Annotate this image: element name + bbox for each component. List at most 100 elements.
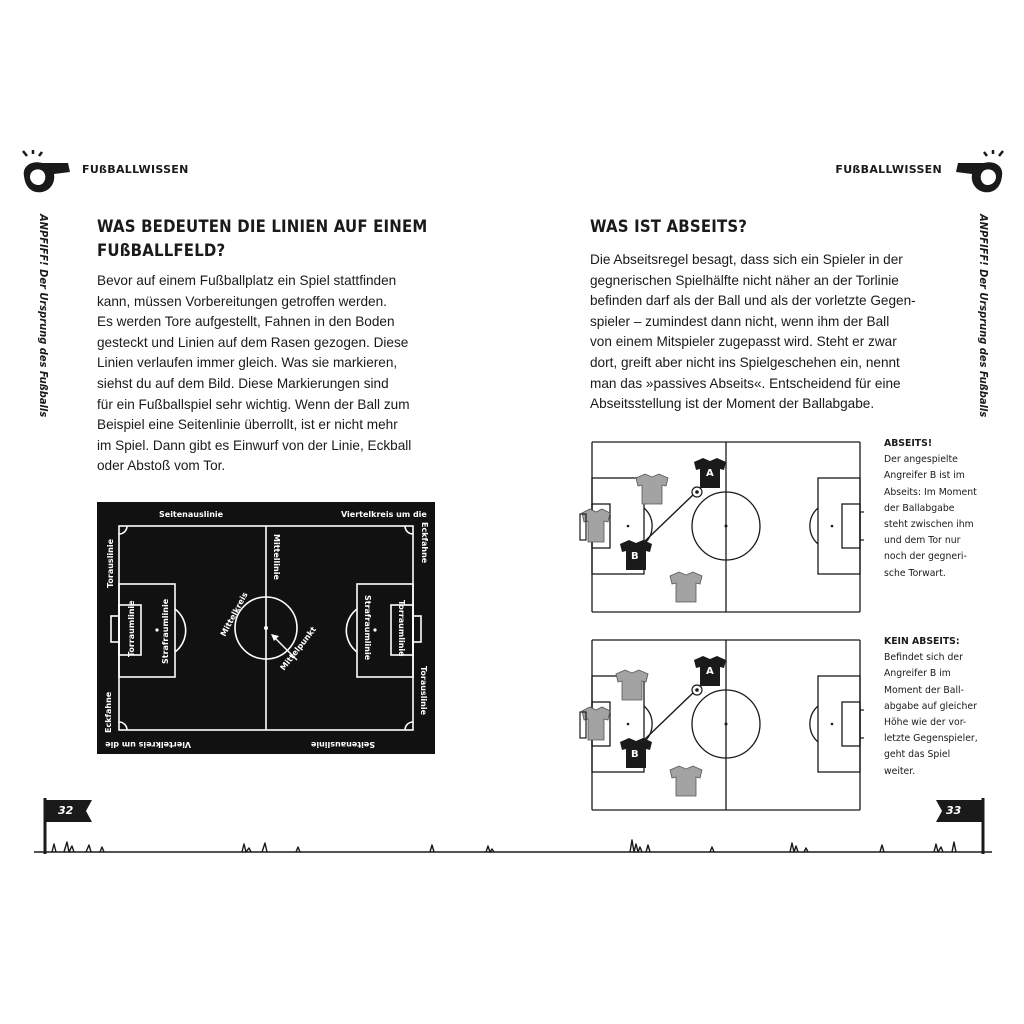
caption-title: KEIN ABSEITS: bbox=[884, 636, 960, 647]
body-line: Bevor auf einem Fußballplatz ein Spiel s… bbox=[97, 273, 397, 288]
corner-arc bbox=[118, 721, 128, 731]
center-circle-half bbox=[725, 689, 761, 759]
center-spot bbox=[724, 722, 728, 726]
no-offside-caption: KEIN ABSEITS: Befindet sich der Angreife… bbox=[884, 634, 978, 780]
whistle-icon bbox=[22, 150, 70, 193]
center-circle-half bbox=[725, 491, 761, 561]
label-eckfahne-left: Eckfahne bbox=[104, 691, 113, 733]
penalty-area-right bbox=[817, 675, 861, 773]
defender-jersey bbox=[635, 473, 669, 505]
pass-line bbox=[643, 492, 696, 543]
penalty-arc-left bbox=[643, 705, 653, 743]
attacker-b-label: B bbox=[631, 551, 639, 562]
attacker-a-jersey bbox=[694, 656, 726, 686]
goal-right bbox=[412, 615, 422, 643]
caption-title: ABSEITS! bbox=[884, 438, 933, 449]
label-seitenauslinie-bottom: Seitenauslinie bbox=[310, 740, 375, 749]
chapter-title-left: ANPFIFF! Der Ursprung des Fußballs bbox=[37, 214, 50, 418]
caption-line: Der angespielte bbox=[884, 454, 958, 466]
caption-line: letzte Gegenspieler, bbox=[884, 733, 978, 745]
body-line: gegnerischen Spielhälfte nicht näher an … bbox=[590, 272, 899, 288]
label-mittellinie: Mittellinie bbox=[272, 534, 281, 580]
caption-line: noch der gegneri- bbox=[884, 551, 967, 563]
penalty-spot-left bbox=[155, 628, 159, 632]
offside-caption: ABSEITS! Der angespielte Angreifer B ist… bbox=[884, 436, 977, 582]
label-eckfahne-right: Eckfahne bbox=[420, 522, 429, 564]
penalty-area-right bbox=[817, 477, 861, 575]
caption-line: steht zwischen ihm bbox=[884, 519, 974, 531]
mittelpunkt-arrowhead bbox=[271, 634, 279, 641]
page-number-left: 32 bbox=[58, 804, 74, 817]
penalty-spot-right bbox=[373, 628, 377, 632]
label-viertelkreis-bottom: Viertelkreis um die bbox=[105, 740, 191, 749]
no-offside-diagram: A B bbox=[579, 639, 864, 811]
attacker-a-label: A bbox=[706, 468, 714, 479]
defender-jersey bbox=[615, 669, 649, 701]
attacker-b-label: B bbox=[631, 749, 639, 760]
goal-area-right bbox=[841, 503, 861, 549]
label-torraumlinie-right: Torraumlinie bbox=[397, 600, 406, 657]
pass-line bbox=[643, 690, 696, 741]
corner-arc bbox=[404, 525, 414, 535]
body-line: Es werden Tore aufgestellt, Fahnen in de… bbox=[97, 314, 395, 330]
body-line: dort, greift aber nicht ins Spielgescheh… bbox=[590, 354, 900, 370]
caption-line: Angreifer B ist im bbox=[884, 470, 965, 482]
page-number-right: 33 bbox=[946, 804, 962, 817]
title-line: FUßBALLFELD? bbox=[97, 241, 226, 261]
section-label-right: FUßBALLWISSEN bbox=[835, 163, 942, 176]
body-line: kann, müssen Vorbereitungen getroffen we… bbox=[97, 293, 387, 309]
goalkeeper-jersey bbox=[581, 508, 611, 543]
body-line: man das »passives Abseits«. Entscheidend… bbox=[590, 375, 901, 391]
goal-area-right bbox=[841, 701, 861, 747]
penalty-arc-right bbox=[345, 608, 358, 653]
attacker-b-jersey bbox=[620, 738, 652, 768]
right-page-body: Die Abseitsregel besagt, dass sich ein S… bbox=[590, 250, 916, 415]
body-line: siehst du auf dem Bild. Diese Markierung… bbox=[97, 375, 389, 391]
body-line: spieler – zumindest dann nicht, wenn ihm… bbox=[590, 313, 890, 329]
left-page-body: Bevor auf einem Fußballplatz ein Spiel s… bbox=[97, 271, 411, 477]
label-torauslinie-right: Torauslinie bbox=[419, 666, 428, 716]
field-lines bbox=[110, 525, 422, 731]
caption-line: und dem Tor nur bbox=[884, 535, 961, 547]
caption-line: abgabe auf gleicher bbox=[884, 700, 977, 712]
grass-line-decoration bbox=[34, 839, 992, 853]
penalty-spot bbox=[830, 722, 834, 726]
penalty-arc-left bbox=[174, 608, 187, 653]
defender-jersey bbox=[669, 571, 703, 603]
goal-right bbox=[859, 709, 864, 739]
body-line: von einem Mitspieler zugepasst wird. Ste… bbox=[590, 334, 897, 350]
body-line: für ein Fußballspiel sehr wichtig. Wenn … bbox=[97, 396, 410, 412]
title-line: WAS BEDEUTEN DIE LINIEN AUF EINEM bbox=[97, 217, 428, 237]
body-line: gesteckt und Linien auf dem Rasen gezoge… bbox=[97, 334, 409, 350]
caption-line: Höhe wie der vor- bbox=[884, 717, 967, 729]
football-field-diagram: Seitenauslinie Viertelkreis um die Eckfa… bbox=[97, 502, 435, 754]
caption-line: weiter. bbox=[884, 765, 916, 777]
body-line: befinden darf als der Ball und als der v… bbox=[590, 293, 916, 309]
goalkeeper-jersey bbox=[581, 706, 611, 741]
goal-right bbox=[859, 511, 864, 541]
penalty-arc-right bbox=[809, 705, 819, 743]
penalty-spot bbox=[626, 524, 630, 528]
goal-left bbox=[579, 513, 587, 541]
body-line: im Spiel. Dann gibt es Einwurf von der L… bbox=[97, 437, 412, 453]
body-line: Linien verlaufen immer gleich. Was sie m… bbox=[97, 355, 398, 371]
penalty-arc-right bbox=[809, 507, 819, 545]
caption-line: geht das Spiel bbox=[884, 749, 951, 761]
center-circle-half bbox=[691, 689, 727, 759]
right-page-title: WAS IST ABSEITS? bbox=[590, 217, 748, 237]
offside-diagram: A B bbox=[579, 441, 864, 613]
defender-jersey bbox=[669, 765, 703, 797]
label-strafraumlinie-right: Strafraumlinie bbox=[363, 595, 372, 661]
body-line: Beispiel eine Seitenlinie überrollt, ist… bbox=[97, 417, 398, 433]
body-line: Abseitsstellung ist der Moment der Balla… bbox=[590, 396, 875, 412]
label-torauslinie-left: Torauslinie bbox=[106, 538, 115, 588]
whistle-icon bbox=[956, 150, 1004, 193]
chapter-title-right: ANPFIFF! Der Ursprung des Fußballs bbox=[977, 214, 990, 418]
caption-line: Angreifer B im bbox=[884, 668, 951, 680]
caption-line: Abseits: Im Moment bbox=[884, 486, 977, 498]
page-flag-right-icon bbox=[936, 798, 985, 854]
goal-left bbox=[110, 615, 120, 643]
mittelpunkt-arrow bbox=[272, 635, 298, 661]
label-torraumlinie-left: Torraumlinie bbox=[127, 600, 136, 657]
penalty-spot bbox=[830, 524, 834, 528]
